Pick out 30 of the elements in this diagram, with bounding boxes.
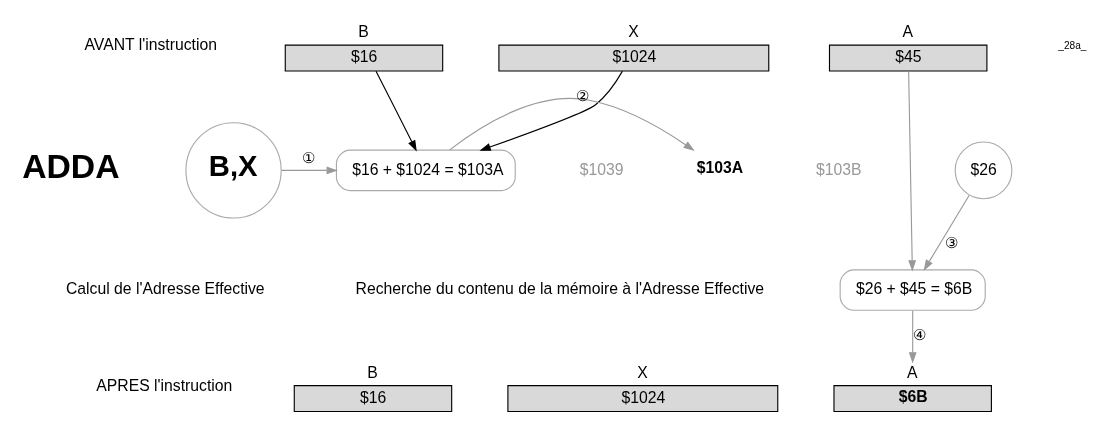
label: ADDA — [22, 146, 120, 185]
arrow — [375, 70, 417, 151]
label: $1039 — [579, 160, 624, 178]
label: AVANT l'instruction — [84, 35, 217, 53]
node-label: X — [637, 363, 648, 381]
arrow — [449, 97, 695, 151]
node-circle: B,X — [185, 121, 282, 219]
label: APRES l'instruction — [96, 376, 233, 394]
node-label: B — [367, 363, 378, 381]
edge-label: ① — [302, 149, 316, 166]
node-label: B — [358, 22, 369, 40]
arrow — [908, 309, 917, 363]
node-box: $26 + $45 = $6B — [839, 268, 986, 311]
node-text: $103A — [696, 158, 744, 176]
label: _28a_ — [1058, 39, 1087, 51]
edge-label: ② — [575, 87, 589, 104]
node-label: A — [902, 22, 914, 40]
arrow — [281, 165, 338, 174]
node-circle: $26 — [954, 141, 1013, 199]
arrow — [479, 70, 623, 151]
arrow — [923, 194, 970, 271]
arrow — [908, 70, 917, 271]
edge-label: ③ — [944, 234, 958, 251]
node-label: A — [907, 363, 918, 381]
label: Calcul de l'Adresse Effective — [66, 279, 265, 297]
node-box: $16 + $1024 = $103A — [335, 149, 516, 191]
node-label: X — [628, 22, 639, 40]
edge-label: ④ — [913, 326, 927, 343]
label: Recherche du contenu de la mémoire à l'Adresse Effective — [355, 279, 765, 297]
label: $103B — [815, 160, 862, 178]
